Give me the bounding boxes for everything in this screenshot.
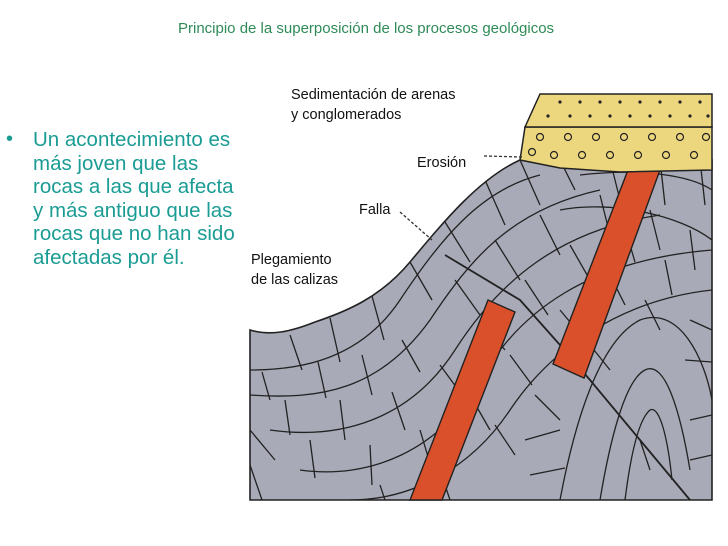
bullet-point: • Un acontecimiento es más joven que las…: [6, 128, 246, 269]
bullet-text: Un acontecimiento es más joven que las r…: [33, 128, 235, 269]
sedimentation-label-line2: y conglomerados: [291, 107, 402, 123]
slide-title: Principio de la superposición de los pro…: [178, 20, 555, 37]
folding-label: Plegamiento de las calizas: [251, 250, 338, 290]
sand-layer: [523, 93, 713, 128]
folding-label-line2: de las calizas: [251, 272, 339, 288]
fault-leader: [399, 211, 433, 241]
folding-label-line1: Plegamiento: [251, 252, 332, 268]
erosion-label: Erosión: [417, 155, 467, 171]
sedimentation-label-line1: Sedimentación de arenas: [291, 87, 456, 103]
fault-label: Falla: [359, 202, 391, 218]
igneous-dikes: [408, 169, 662, 501]
sedimentation-label: Sedimentación de arenas y conglomerados: [291, 85, 455, 125]
erosion-leader: [483, 155, 523, 158]
bullet-marker: •: [6, 128, 14, 150]
leader-lines: [399, 155, 523, 241]
conglomerate-layer: [519, 126, 713, 173]
